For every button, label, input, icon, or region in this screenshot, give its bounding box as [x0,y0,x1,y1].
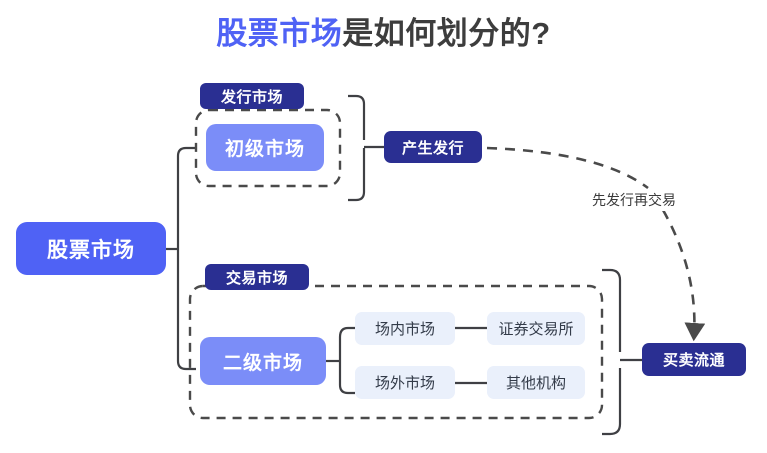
node-root-label: 股票市场 [47,238,135,262]
page-title-rest: 是如何划分的? [342,16,551,51]
node-stock-exchange[interactable]: 证券交易所 [487,312,585,345]
node-outside-market-label: 场外市场 [374,375,435,392]
node-issuance-label: 产生发行 [401,139,464,157]
group-tag-issue-market[interactable]: 发行市场 [200,83,304,109]
node-circulation[interactable]: 买卖流通 [642,343,746,376]
node-inside-market-label: 场内市场 [374,321,435,338]
node-other-institutions-label: 其他机构 [505,375,566,392]
node-primary-market-label: 初级市场 [224,139,305,160]
node-secondary-market-label: 二级市场 [222,352,303,374]
group-tag-trade-market-label: 交易市场 [225,269,288,287]
group-tag-issue-market-label: 发行市场 [220,88,283,106]
flow-edge-label: 先发行再交易 [589,189,679,211]
node-circulation-label: 买卖流通 [662,352,725,369]
page-title-accent: 股票市场 [216,16,343,51]
node-issuance[interactable]: 产生发行 [384,131,482,163]
node-primary-market[interactable]: 初级市场 [206,124,324,171]
node-secondary-market[interactable]: 二级市场 [200,337,326,385]
node-other-institutions[interactable]: 其他机构 [487,366,585,399]
node-stock-exchange-label: 证券交易所 [498,321,574,338]
node-outside-market[interactable]: 场外市场 [355,366,455,399]
node-root[interactable]: 股票市场 [16,222,166,275]
group-tag-trade-market[interactable]: 交易市场 [205,264,309,290]
node-inside-market[interactable]: 场内市场 [355,312,455,345]
page-title: 股票市场是如何划分的? [0,8,767,53]
